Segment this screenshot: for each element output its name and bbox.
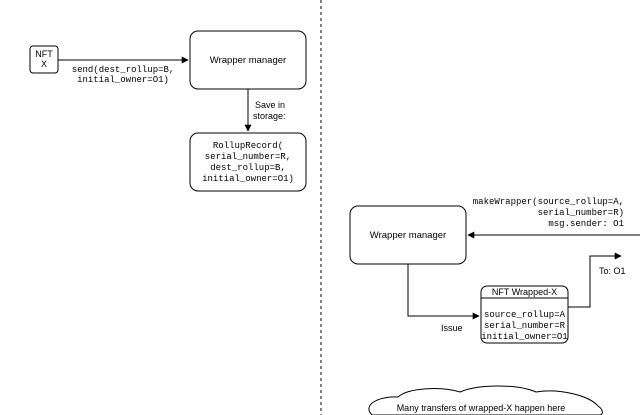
nft-wrapped-x-line-1: source_rollup=A — [484, 310, 566, 320]
nft-wrapped-x-line-3: initial_owner=O1 — [481, 332, 567, 342]
make-wrapper-label-line-2: serial_number=R) — [538, 208, 624, 218]
wrapper-manager-right-label: Wrapper manager — [370, 230, 446, 241]
save-label-line-2: storage: — [253, 111, 286, 121]
make-wrapper-label-line-3: msg.sender: O1 — [548, 219, 624, 229]
rollup-record-line-4: initial_owner=O1) — [202, 174, 294, 184]
wrapper-manager-right-node[interactable]: Wrapper manager — [349, 205, 467, 265]
wrapper-manager-left-label: Wrapper manager — [210, 55, 286, 66]
issue-edge — [407, 264, 480, 320]
nft-x-node[interactable]: NFT X — [29, 45, 59, 74]
send-label-line-1: send(dest_rollup=B, — [72, 65, 175, 75]
cloud-label: Many transfers of wrapped-X happen here — [397, 403, 566, 413]
wrapper-manager-left-node[interactable]: Wrapper manager — [189, 30, 307, 90]
nft-x-label-line-2: X — [41, 59, 47, 69]
nft-wrapped-x-node[interactable]: NFT Wrapped-X source_rollup=A serial_num… — [480, 285, 569, 344]
cloud-node[interactable]: Many transfers of wrapped-X happen here — [368, 385, 603, 415]
make-wrapper-label-line-1: makeWrapper(source_rollup=A, — [473, 197, 624, 207]
send-label-line-2: initial_owner=O1) — [77, 75, 169, 85]
save-label-line-1: Save in — [255, 100, 285, 110]
rollup-record-node[interactable]: RollupRecord( serial_number=R, dest_roll… — [189, 132, 307, 192]
rollup-record-line-3: dest_rollup=B, — [210, 163, 286, 173]
nft-wrapped-x-line-2: serial_number=R — [484, 321, 566, 331]
issue-label: Issue — [441, 323, 463, 333]
rollup-record-line-1: RollupRecord( — [213, 141, 283, 151]
nft-x-label-line-1: NFT — [35, 49, 53, 59]
to-owner-edge — [568, 252, 622, 308]
rollup-record-line-2: serial_number=R, — [205, 152, 291, 162]
to-owner-label: To: O1 — [599, 266, 626, 276]
nft-wrapped-x-title: NFT Wrapped-X — [492, 287, 557, 297]
